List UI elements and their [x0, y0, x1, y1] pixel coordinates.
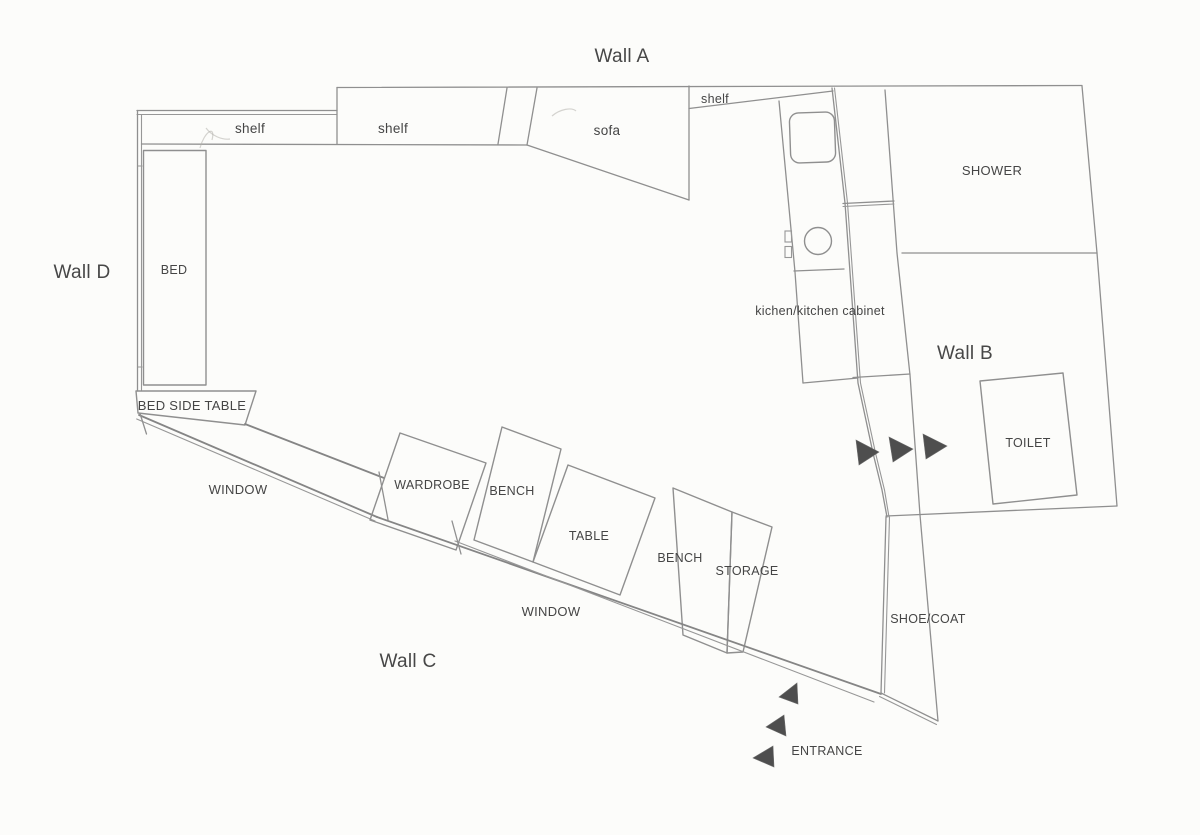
table-label: TABLE	[569, 529, 609, 543]
kitchen-cabinet-label: kichen/kitchen cabinet	[755, 304, 885, 318]
wall-c-label: Wall C	[379, 651, 436, 672]
kitchen-handle	[784, 230, 793, 243]
window-bottom-outer-line	[454, 540, 875, 703]
shoe-coat-label: SHOE/COAT	[890, 612, 965, 626]
toilet-label: TOILET	[1005, 436, 1050, 450]
wall-a-main-line	[336, 84, 1083, 89]
bed-area	[135, 149, 257, 426]
shoe-coat-left-line-b	[883, 516, 891, 694]
wall-b-label: Wall B	[937, 343, 993, 364]
cabinet-divider-upper-b	[842, 203, 895, 208]
shelf-right-bottom-line	[688, 90, 834, 110]
bathroom	[901, 252, 1098, 505]
window-bottom-jamb-start	[451, 520, 462, 555]
scan-artifacts	[199, 108, 577, 149]
window-left	[136, 412, 389, 522]
cabinet-divider-lower	[852, 373, 911, 379]
bathroom-doorway-arrows	[855, 433, 948, 466]
entrance-label: ENTRANCE	[791, 744, 862, 758]
shower-label: SHOWER	[962, 163, 1022, 178]
window-left-jamb-end	[378, 471, 389, 521]
window-bottom-wall-line	[376, 516, 882, 695]
window-left-jamb-start	[139, 412, 148, 435]
window-left-outer-line	[136, 418, 376, 522]
arrow-left-icon	[765, 714, 787, 737]
labels: Wall A Wall B Wall C Wall D shelf shelf …	[53, 46, 1050, 758]
window-bottom	[376, 516, 882, 703]
wardrobe-outline	[369, 432, 487, 551]
kitchen-bottom-line	[802, 377, 859, 384]
bed-outline	[142, 149, 207, 386]
kitchen-sink-outline	[788, 111, 837, 164]
shoe-coat-right-line	[919, 514, 939, 722]
kitchen-wall-line-a	[831, 87, 888, 518]
shoe-coat-nook	[878, 514, 939, 726]
shelves-sofa	[140, 85, 834, 201]
storage-outline	[726, 511, 773, 654]
arrow-left-icon	[778, 682, 799, 705]
window-left-label: WINDOW	[209, 482, 268, 497]
wall-a-label: Wall A	[595, 46, 650, 67]
shoe-coat-bottom-line-a	[880, 692, 939, 722]
scan-artifact	[205, 127, 231, 140]
shoe-coat-bottom-line-b	[878, 695, 938, 726]
shelf-left-label: shelf	[235, 121, 265, 136]
sofa-label: sofa	[594, 123, 621, 138]
arrow-right-icon	[888, 436, 914, 463]
kitchen-handle	[784, 245, 793, 259]
shelf-right-label: shelf	[701, 92, 729, 106]
shelf-sofa-divider-a	[497, 87, 508, 145]
kitchen-counter-divider	[793, 268, 845, 272]
storage-label: STORAGE	[716, 564, 779, 578]
shelf-sofa-divider-b	[526, 87, 538, 146]
arrow-right-icon	[922, 433, 948, 460]
shelf-mid-label: shelf	[378, 121, 408, 136]
shoe-coat-left-line-a	[880, 516, 887, 694]
walls	[136, 84, 1118, 517]
bed-side-table-label: BED SIDE TABLE	[138, 398, 247, 413]
wardrobe-label: WARDROBE	[394, 478, 470, 492]
kitchen-burner-circle	[803, 226, 833, 256]
toilet-outline	[979, 372, 1078, 505]
shelf-bottom-line	[140, 143, 528, 146]
kitchen-wall-line-b	[833, 87, 890, 518]
arrow-right-icon	[855, 439, 880, 466]
entrance-doorway-arrows	[752, 682, 799, 768]
arrow-left-icon	[752, 745, 775, 768]
window-left-pane-line	[244, 423, 385, 479]
table-outline	[532, 464, 656, 596]
bed-label: BED	[161, 263, 188, 277]
kitchen-left-line	[778, 100, 804, 384]
bed-side-table-outline	[135, 390, 257, 426]
wall-b-outer-line	[1081, 85, 1118, 507]
cabinet-divider-upper-a	[842, 200, 895, 205]
sofa-bottom-line	[526, 144, 690, 201]
scan-artifact	[551, 108, 577, 117]
bathroom-bottom-wall	[885, 505, 1118, 517]
wall-d-label: Wall D	[53, 262, 110, 283]
kitchen	[778, 87, 921, 518]
cabinet-right-line	[884, 89, 921, 516]
window-bottom-label: WINDOW	[522, 604, 581, 619]
bench-left-label: BENCH	[489, 484, 534, 498]
bench-right-label: BENCH	[657, 551, 702, 565]
window-left-wall-line	[138, 414, 378, 518]
